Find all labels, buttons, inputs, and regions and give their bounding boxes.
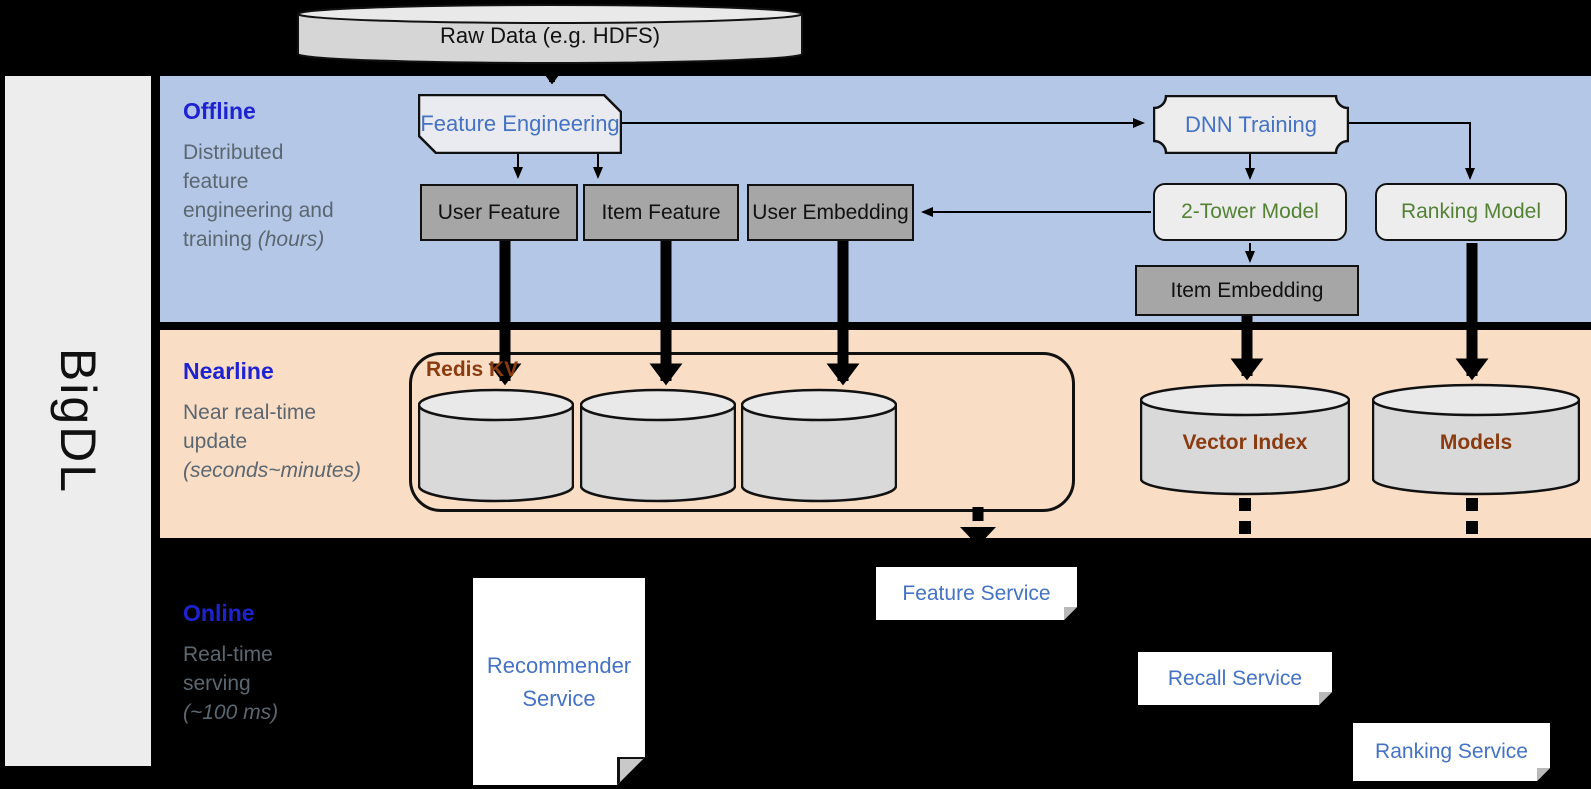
redis-kv-label: Redis KV [426, 358, 519, 381]
online-subtitle: Real-time serving (~100 ms) [183, 643, 279, 724]
recommender-service-doc: Recommender Service [473, 578, 645, 785]
redis-kv-container [409, 352, 1075, 512]
vector-index-label: Vector Index [1182, 431, 1308, 454]
redis-cylinder-1 [418, 388, 574, 503]
offline-section-text: Offline Distributed feature engineering … [183, 98, 423, 255]
dnn-training-shape [1153, 95, 1349, 154]
item-feature-box: Item Feature [583, 184, 739, 241]
online-title: Online [183, 600, 255, 626]
two-tower-model-box: 2-Tower Model [1153, 183, 1347, 241]
vector-index-cylinder [1140, 383, 1350, 496]
feature-service-box: Feature Service [876, 567, 1077, 620]
offline-title: Offline [183, 98, 256, 124]
nearline-title: Nearline [183, 358, 274, 384]
ranking-model-box: Ranking Model [1375, 183, 1567, 241]
models-label: Models [1439, 431, 1513, 454]
offline-subtitle: Distributed feature engineering and trai… [183, 141, 334, 251]
recall-service-box: Recall Service [1138, 652, 1332, 705]
feature-engineering-label: Feature Engineering [420, 111, 620, 136]
redis-cylinder-2 [580, 388, 736, 503]
user-feature-box: User Feature [420, 184, 578, 241]
bigdl-sidebar: BigDL [5, 76, 151, 766]
online-section-text: Online Real-time serving (~100 ms) [183, 600, 423, 728]
item-embedding-box: Item Embedding [1135, 265, 1359, 316]
nearline-subtitle: Near real-time update (seconds~minutes) [183, 401, 361, 482]
feature-engineering-shape [418, 94, 622, 154]
user-embedding-box: User Embedding [747, 184, 914, 241]
raw-data-cylinder [297, 4, 803, 64]
raw-data-label: Raw Data (e.g. HDFS) [439, 23, 661, 48]
dnn-training-label: DNN Training [1184, 111, 1318, 137]
ranking-service-box: Ranking Service [1353, 723, 1550, 781]
redis-cylinder-3 [741, 388, 897, 503]
models-cylinder [1372, 383, 1580, 496]
nearline-section-text: Nearline Near real-time update (seconds~… [183, 358, 423, 486]
